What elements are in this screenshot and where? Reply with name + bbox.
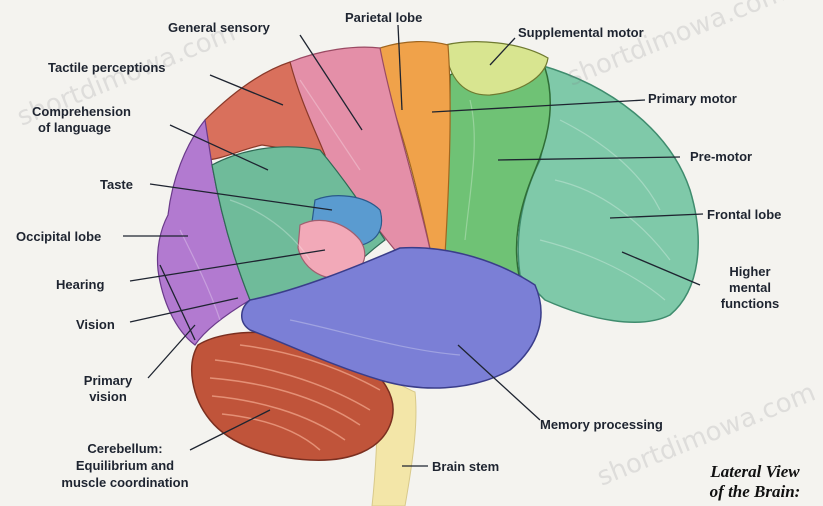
diagram-title-line1: Lateral View	[690, 462, 820, 481]
label-occipital-lobe: Occipital lobe	[16, 229, 101, 244]
label-parietal-lobe: Parietal lobe	[345, 10, 422, 25]
label-cerebellum-1: Cerebellum:	[30, 441, 220, 456]
label-memory-processing: Memory processing	[540, 417, 663, 432]
leader-primary-vision	[148, 325, 195, 378]
label-tactile-perceptions: Tactile perceptions	[48, 60, 166, 75]
label-hearing: Hearing	[56, 277, 104, 292]
label-general-sensory: General sensory	[168, 20, 270, 35]
label-higher-2: mental	[710, 280, 790, 295]
label-cerebellum-3: muscle coordination	[30, 475, 220, 490]
label-primary-vision-1: Primary	[68, 373, 148, 388]
label-higher-3: functions	[710, 296, 790, 311]
label-cerebellum-2: Equilibrium and	[30, 458, 220, 473]
label-vision: Vision	[76, 317, 115, 332]
label-supplemental-motor: Supplemental motor	[518, 25, 644, 40]
label-comprehension-2: of language	[38, 120, 111, 135]
label-comprehension-1: Comprehension	[32, 104, 131, 119]
label-pre-motor: Pre-motor	[690, 149, 752, 164]
label-taste: Taste	[100, 177, 133, 192]
label-primary-vision-2: vision	[68, 389, 148, 404]
diagram-title-line2: of the Brain:	[690, 482, 820, 501]
label-brain-stem: Brain stem	[432, 459, 499, 474]
label-higher-1: Higher	[710, 264, 790, 279]
label-primary-motor: Primary motor	[648, 91, 737, 106]
label-frontal-lobe: Frontal lobe	[707, 207, 781, 222]
